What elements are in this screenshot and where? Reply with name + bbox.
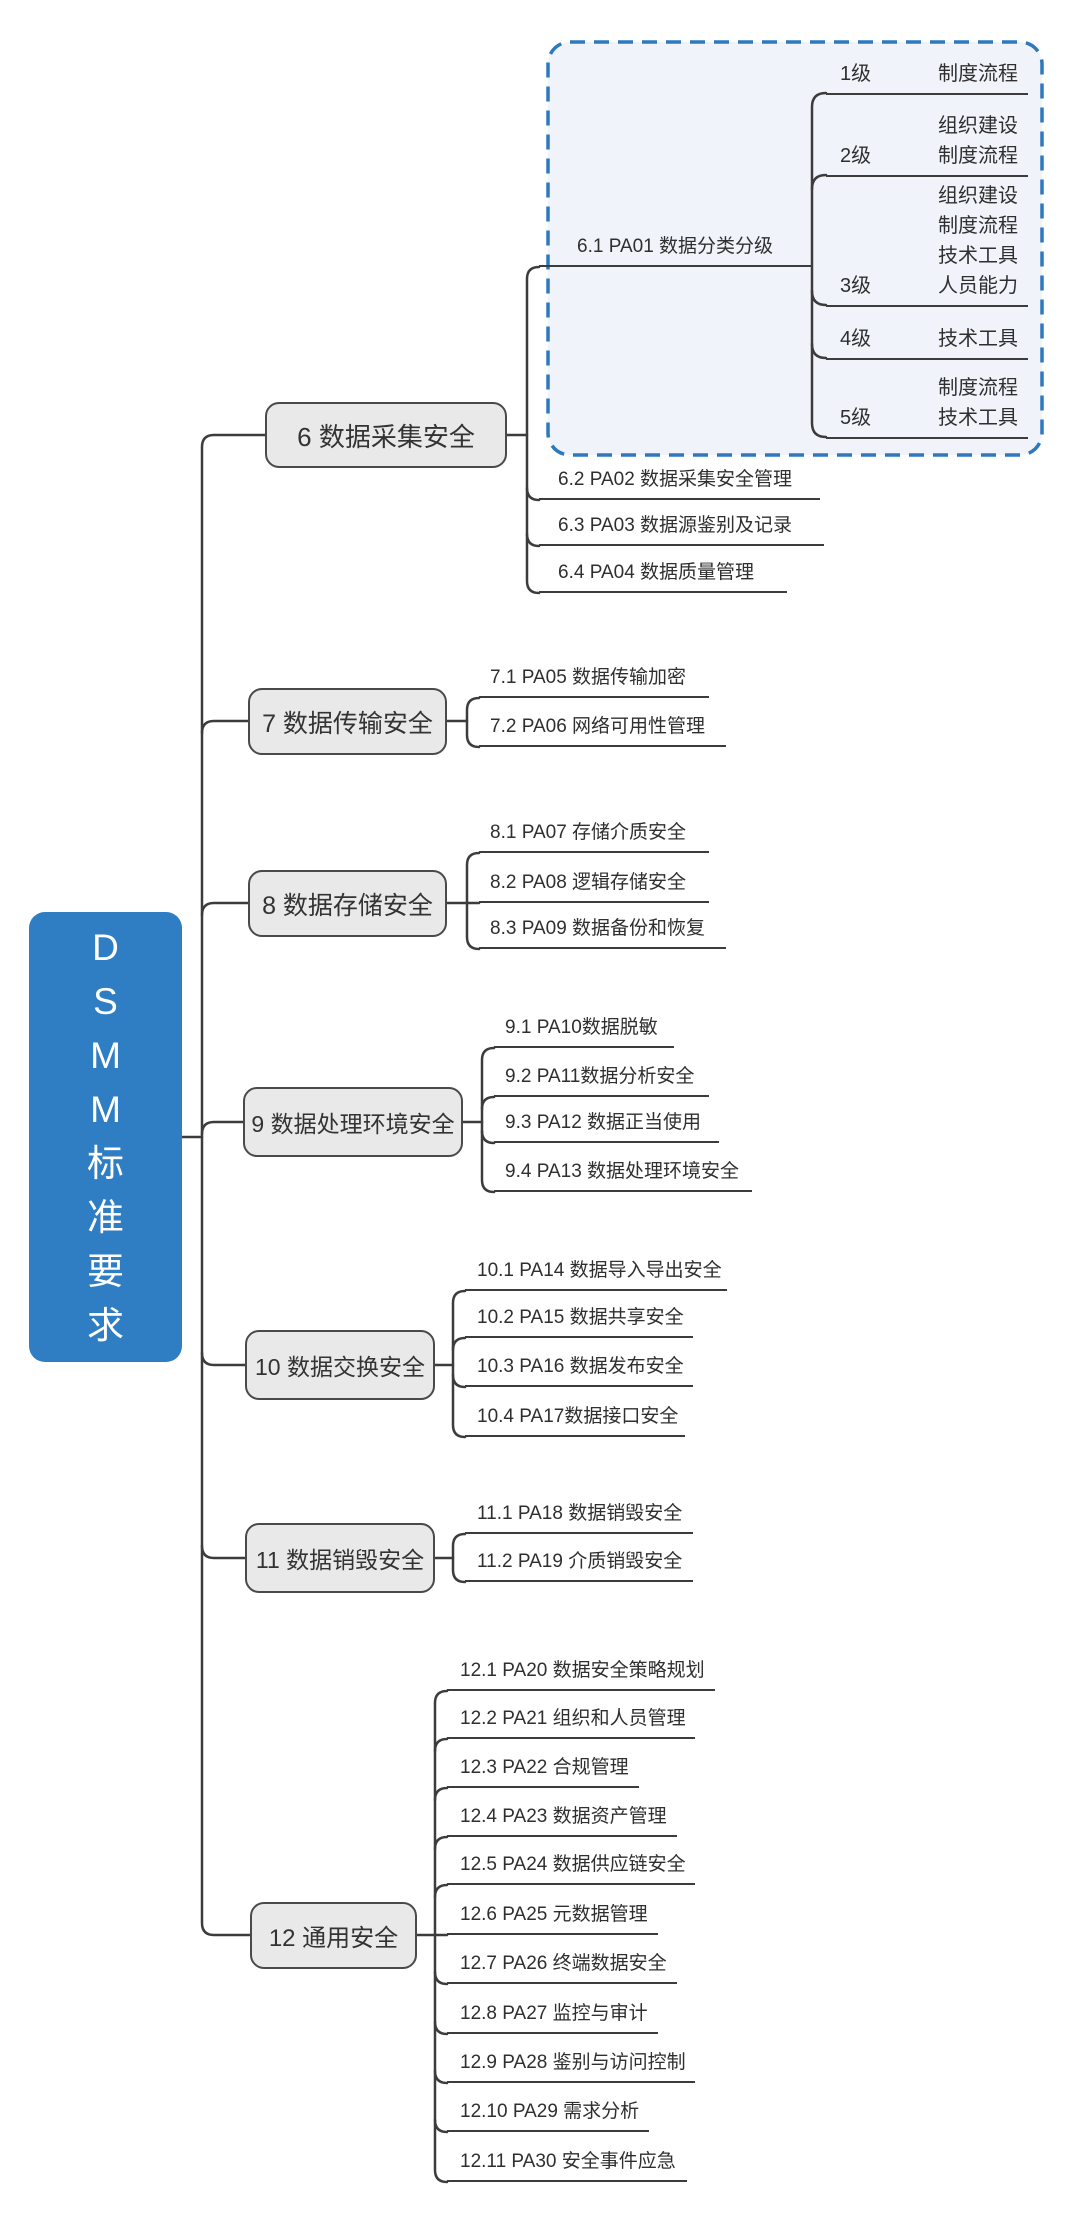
leaf-12-11-pa30[interactable]: 12.11 PA30 安全事件应急 [447,2150,687,2182]
leaf-9-2-pa11[interactable]: 9.2 PA11数据分析安全 [494,1065,709,1097]
leaf-8-2-pa08[interactable]: 8.2 PA08 逻辑存储安全 [479,871,709,903]
connector-branch-8 [200,901,250,917]
root-char: S [93,981,118,1022]
connector-branch-9 [200,1120,245,1136]
level-item[interactable]: 制度流程 [938,145,1018,167]
connector-level-3 [810,289,828,307]
level-row-4[interactable]: 4级 技术工具 [826,324,1028,360]
connector-12-3 [433,1786,449,1802]
connector-6-2 [525,486,541,502]
connector-10-spine [451,1289,467,1439]
topic-6-data-collection[interactable]: 6 数据采集安全 [265,402,507,468]
root-char: 求 [87,1305,124,1346]
connector-12-10 [433,2118,449,2134]
level-label: 4级 [840,328,872,350]
selection-boundary-pa01[interactable] [546,40,1044,457]
leaf-12-6-pa25[interactable]: 12.6 PA25 元数据管理 [447,1903,658,1935]
leaf-12-2-pa21[interactable]: 12.2 PA21 组织和人员管理 [447,1707,695,1739]
leaf-6-2-pa02[interactable]: 6.2 PA02 数据采集安全管理 [539,468,820,500]
leaf-12-4-pa23[interactable]: 12.4 PA23 数据资产管理 [447,1805,677,1837]
level-item[interactable]: 人员能力 [938,275,1018,297]
leaf-6-3-pa03[interactable]: 6.3 PA03 数据源鉴别及记录 [539,514,824,546]
level-row-1[interactable]: 1级 制度流程 [826,59,1028,95]
connector-6-3 [525,532,541,548]
connector-8-spine [465,851,481,951]
connector-9-spine [480,1046,496,1194]
root-char: 标 [87,1143,124,1184]
leaf-11-1-pa18[interactable]: 11.1 PA18 数据销毁安全 [465,1502,693,1534]
topic-11-data-destruction[interactable]: 11 数据销毁安全 [245,1523,435,1593]
level-item[interactable]: 制度流程 [938,215,1018,237]
connector-12-7 [433,1970,449,1986]
connector-12-spine [433,1689,449,2184]
leaf-10-2-pa15[interactable]: 10.2 PA15 数据共享安全 [465,1306,693,1338]
connector-branch-7 [200,719,250,735]
connector-levels-spine [810,91,828,439]
leaf-12-9-pa28[interactable]: 12.9 PA28 鉴别与访问控制 [447,2051,695,2083]
connector-branch-10 [200,1351,247,1367]
leaf-10-4-pa17[interactable]: 10.4 PA17数据接口安全 [465,1405,685,1437]
connector-10-2 [451,1336,467,1352]
topic-9-processing-environment[interactable]: 9 数据处理环境安全 [243,1087,463,1157]
connector-7-spine [465,696,481,749]
level-label: 3级 [840,275,872,297]
level-label: 1级 [840,63,872,85]
leaf-7-1-pa05[interactable]: 7.1 PA05 数据传输加密 [479,666,709,698]
level-row-2[interactable]: 2级 组织建设 制度流程 [826,111,1028,177]
level-label: 5级 [840,407,872,429]
level-item[interactable]: 制度流程 [938,63,1018,85]
root-char: D [92,927,119,968]
level-label: 2级 [840,145,872,167]
connector-12-4 [433,1835,449,1851]
leaf-9-1-pa10[interactable]: 9.1 PA10数据脱敏 [494,1016,674,1048]
level-item[interactable]: 制度流程 [938,377,1018,399]
level-item[interactable]: 组织建设 [938,115,1018,137]
connector-trunk [200,433,267,1937]
level-item[interactable]: 技术工具 [938,245,1018,267]
root-topic-dsmm[interactable]: D S M M 标 准 要 求 [29,912,182,1362]
leaf-12-10-pa29[interactable]: 12.10 PA29 需求分析 [447,2100,649,2132]
leaf-12-5-pa24[interactable]: 12.5 PA24 数据供应链安全 [447,1853,695,1885]
connector-12-8 [433,2020,449,2036]
leaf-10-1-pa14[interactable]: 10.1 PA14 数据导入导出安全 [465,1259,727,1291]
topic-10-data-exchange[interactable]: 10 数据交换安全 [245,1330,435,1400]
leaf-12-1-pa20[interactable]: 12.1 PA20 数据安全策略规划 [447,1659,715,1691]
connector-11-spine [451,1532,467,1584]
connector-9-2 [480,1095,496,1111]
leaf-9-3-pa12[interactable]: 9.3 PA12 数据正当使用 [494,1111,719,1143]
topic-7-data-transmission[interactable]: 7 数据传输安全 [248,688,447,755]
root-char: 要 [87,1251,124,1292]
level-item[interactable]: 技术工具 [938,407,1018,429]
leaf-6-4-pa04[interactable]: 6.4 PA04 数据质量管理 [539,561,787,593]
connector-12-9 [433,2069,449,2085]
leaf-11-2-pa19[interactable]: 11.2 PA19 介质销毁安全 [465,1550,693,1582]
connector-10-3 [451,1373,467,1389]
leaf-6-1-pa01[interactable]: 6.1 PA01 数据分类分级 [539,235,812,267]
level-row-3[interactable]: 3级 组织建设 制度流程 技术工具 人员能力 [826,181,1028,307]
connector-level-2 [810,173,828,191]
root-char: M [90,1035,121,1076]
connector-level-4 [810,342,828,360]
leaf-7-2-pa06[interactable]: 7.2 PA06 网络可用性管理 [479,715,726,747]
level-item[interactable]: 组织建设 [938,185,1018,207]
topic-8-data-storage[interactable]: 8 数据存储安全 [248,870,447,937]
connector-branch-11 [200,1544,247,1560]
leaf-12-3-pa22[interactable]: 12.3 PA22 合规管理 [447,1756,639,1788]
topic-12-general-security[interactable]: 12 通用安全 [250,1902,417,1969]
leaf-9-4-pa13[interactable]: 9.4 PA13 数据处理环境安全 [494,1160,752,1192]
root-char: 准 [87,1197,124,1238]
root-char: M [90,1089,121,1130]
leaf-10-3-pa16[interactable]: 10.3 PA16 数据发布安全 [465,1355,693,1387]
connector-6-spine [525,265,541,595]
level-row-5[interactable]: 5级 制度流程 技术工具 [826,373,1028,439]
connector-12-2 [433,1737,449,1753]
connector-9-3 [480,1129,496,1145]
level-item[interactable]: 技术工具 [938,328,1018,350]
leaf-8-1-pa07[interactable]: 8.1 PA07 存储介质安全 [479,821,709,853]
leaf-8-3-pa09[interactable]: 8.3 PA09 数据备份和恢复 [479,917,726,949]
connector-12-5 [433,1883,449,1899]
leaf-12-8-pa27[interactable]: 12.8 PA27 监控与审计 [447,2002,658,2034]
leaf-12-7-pa26[interactable]: 12.7 PA26 终端数据安全 [447,1952,677,1984]
